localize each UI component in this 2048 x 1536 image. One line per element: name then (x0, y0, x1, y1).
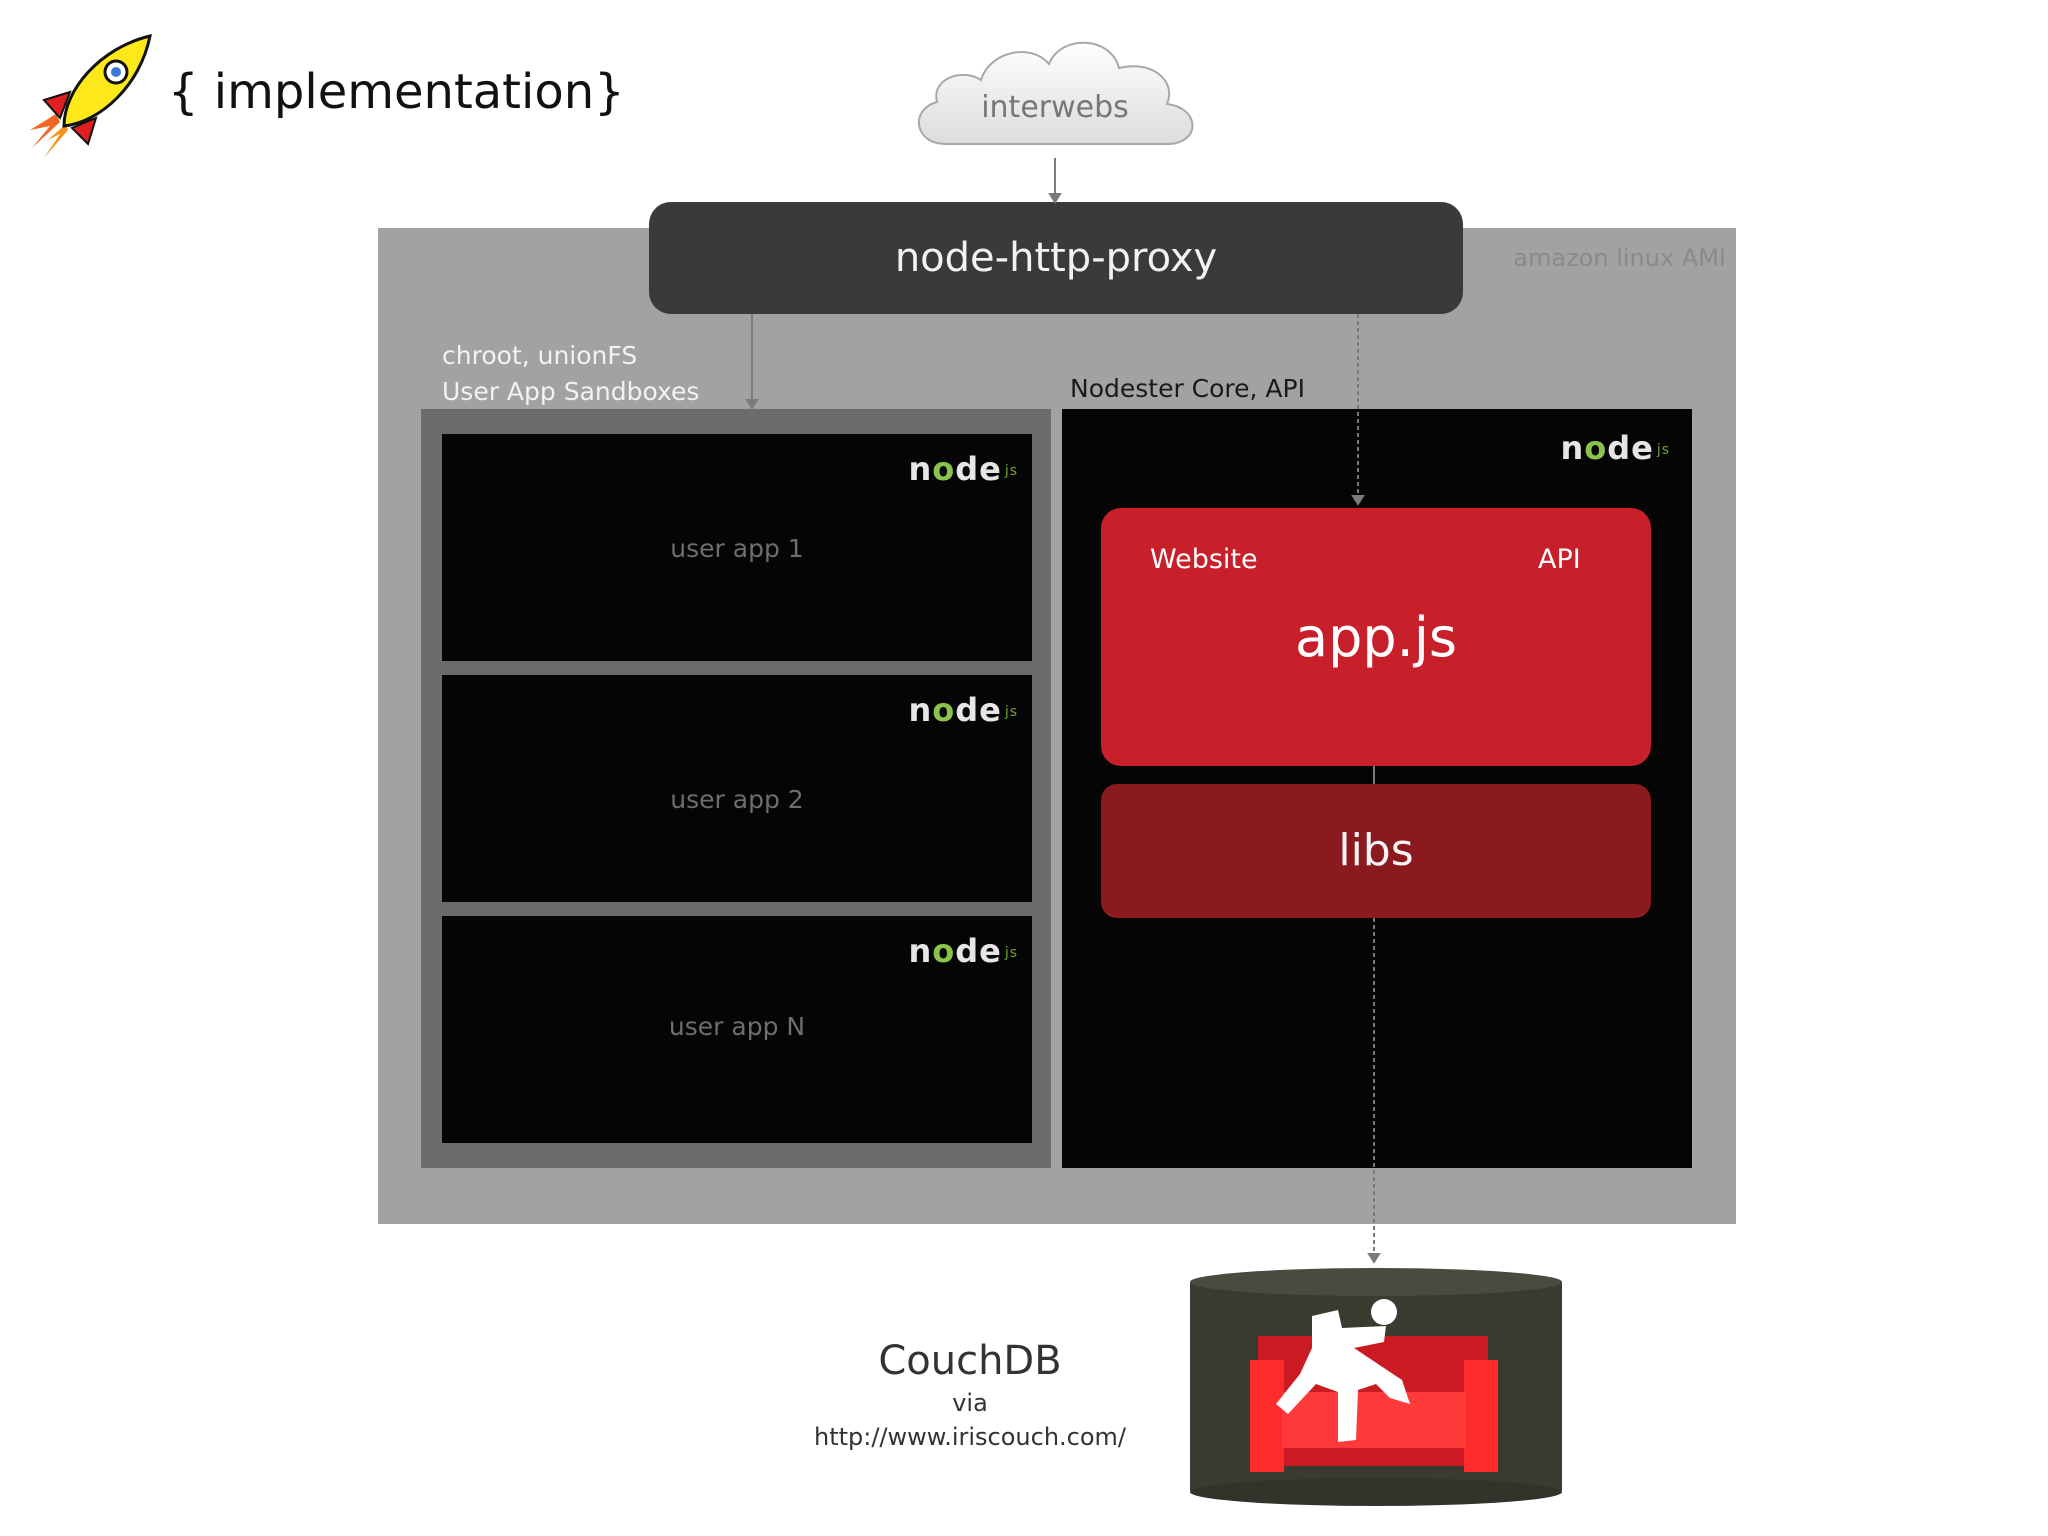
user-app-label: user app N (668, 1012, 806, 1041)
cloud-label: interwebs (981, 90, 1129, 125)
couchdb-via: via (952, 1389, 988, 1417)
sandboxes-label-line1: chroot, unionFS (442, 341, 638, 370)
node-http-proxy-box: node-http-proxy (649, 202, 1463, 314)
api-label: API (1538, 544, 1581, 575)
rocket-icon (30, 33, 152, 158)
user-app-label: user app 1 (670, 534, 804, 563)
libs-to-couchdb-arrow (1367, 1253, 1381, 1264)
couchdb-database-icon (1190, 1268, 1562, 1506)
website-label: Website (1150, 544, 1258, 575)
couchdb-name: CouchDB (878, 1338, 1062, 1384)
core-label: Nodester Core, API (1070, 374, 1305, 403)
sandboxes-label-line2: User App Sandboxes (442, 377, 700, 406)
cloud-to-proxy-arrow (1048, 193, 1062, 204)
slide-title: { implementation} (168, 64, 625, 120)
cloud-icon (918, 41, 1194, 145)
user-app-label: user app 2 (670, 785, 804, 814)
ami-label: amazon linux AMI (1513, 244, 1726, 272)
appjs-box (1101, 508, 1651, 766)
couchdb-label: CouchDB via http://www.iriscouch.com/ (800, 1336, 1140, 1454)
libs-box: libs (1101, 784, 1651, 918)
couchdb-url: http://www.iriscouch.com/ (813, 1423, 1126, 1451)
appjs-title: app.js (1295, 606, 1457, 669)
sandboxes-label: chroot, unionFS User App Sandboxes (442, 338, 699, 410)
